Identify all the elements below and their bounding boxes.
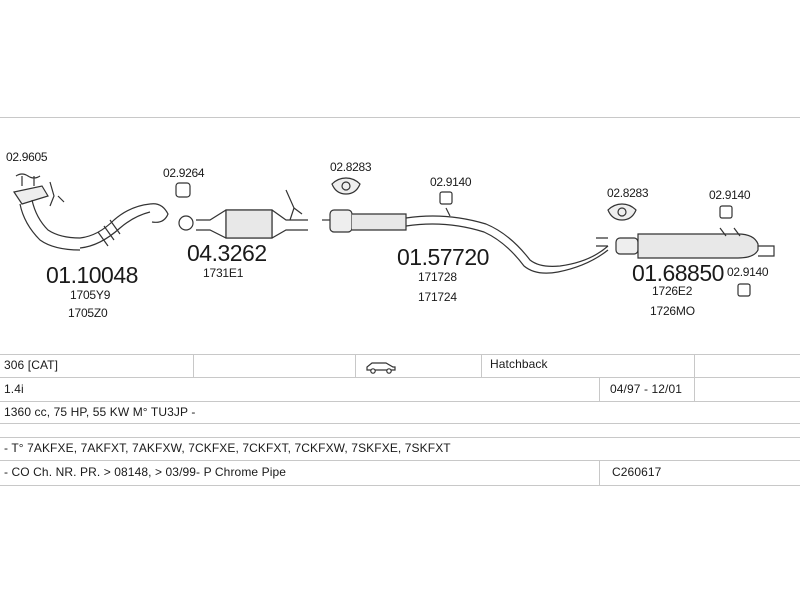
notes: - CO Ch. NR. PR. > 08148, > 03/99- P Chr… bbox=[4, 465, 287, 479]
front-pipe-ref2: 1705Z0 bbox=[68, 306, 108, 320]
engine-spec: 1360 cc, 75 HP, 55 KW M° TU3JP - bbox=[4, 405, 196, 419]
table-rule bbox=[0, 423, 800, 424]
gasket-icon bbox=[331, 177, 361, 195]
top-rule bbox=[0, 117, 800, 118]
rubber3-part-number: 02.9140 bbox=[727, 265, 769, 279]
rubber2-part-number: 02.9140 bbox=[709, 188, 751, 202]
clamp-part-number: 02.9264 bbox=[163, 166, 205, 180]
front-pipe-ref1: 1705Y9 bbox=[70, 288, 111, 302]
table-rule bbox=[0, 377, 800, 378]
rear-silencer-ref1: 1726E2 bbox=[652, 284, 693, 298]
vehicle-model: 306 [CAT] bbox=[4, 358, 59, 372]
middle-silencer-number: 01.57720 bbox=[397, 244, 489, 270]
catalyst-icon bbox=[196, 189, 308, 239]
gasket2-part-number: 02.8283 bbox=[607, 186, 649, 200]
middle-silencer-icon bbox=[322, 207, 609, 274]
gasket1-part-number: 02.8283 bbox=[330, 160, 372, 174]
catalog-ref: C260617 bbox=[612, 465, 662, 479]
middle-silencer-ref1: 171728 bbox=[418, 270, 457, 284]
middle-silencer-ref2: 171724 bbox=[418, 290, 457, 304]
table-rule bbox=[0, 460, 800, 461]
column-separator bbox=[481, 354, 482, 377]
rear-silencer-icon bbox=[615, 227, 775, 259]
column-separator bbox=[599, 460, 600, 485]
engine-size: 1.4i bbox=[4, 382, 24, 396]
front-pipe-number: 01.10048 bbox=[46, 262, 138, 288]
rubber1-part-number: 02.9140 bbox=[430, 175, 472, 189]
ring-clamp-icon bbox=[175, 182, 194, 231]
part-number-top-left: 02.9605 bbox=[6, 150, 48, 164]
table-rule bbox=[0, 401, 800, 402]
rubber-mount-icon bbox=[737, 283, 751, 297]
column-separator bbox=[694, 377, 695, 401]
rubber-mount-icon bbox=[719, 205, 733, 219]
mounting-clamp-icon bbox=[15, 173, 65, 207]
rubber-mount-icon bbox=[439, 191, 453, 205]
column-separator bbox=[694, 354, 695, 377]
table-rule bbox=[0, 354, 800, 355]
column-separator bbox=[193, 354, 194, 377]
column-separator bbox=[355, 354, 356, 377]
table-rule bbox=[0, 437, 800, 438]
gasket-icon bbox=[607, 203, 637, 221]
production-dates: 04/97 - 12/01 bbox=[610, 382, 683, 396]
catalyst-ref1: 1731E1 bbox=[203, 266, 244, 280]
body-type: Hatchback bbox=[490, 357, 548, 371]
rear-silencer-number: 01.68850 bbox=[632, 260, 724, 286]
engine-codes: - T° 7AKFXE, 7AKFXT, 7AKFXW, 7CKFXE, 7CK… bbox=[4, 441, 451, 455]
column-separator bbox=[599, 377, 600, 401]
catalyst-number: 04.3262 bbox=[187, 240, 267, 266]
rear-silencer-ref2: 1726MO bbox=[650, 304, 695, 318]
car-body-icon bbox=[366, 362, 396, 374]
exhaust-system-drawing bbox=[13, 173, 775, 297]
front-pipe-icon bbox=[13, 185, 169, 251]
table-rule bbox=[0, 485, 800, 486]
